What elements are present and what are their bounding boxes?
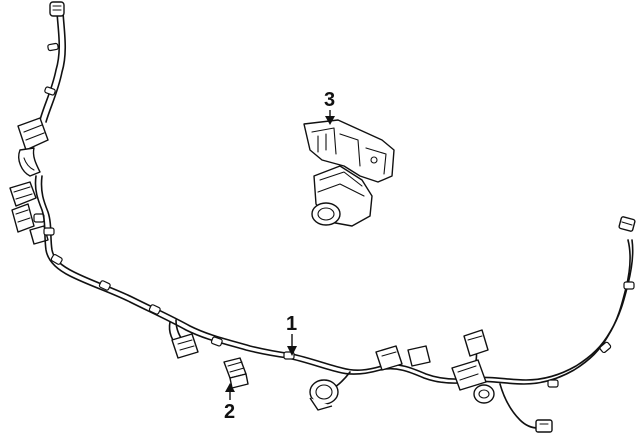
left-harness-bracket <box>17 117 49 177</box>
right-upper-connector <box>618 216 636 232</box>
callout-3-label: 3 <box>324 89 335 111</box>
callout-1: 1 <box>286 313 297 356</box>
callout-2-label: 2 <box>224 401 235 423</box>
round-connector <box>309 379 339 411</box>
callout-2: 2 <box>224 383 235 423</box>
harness-connector-c <box>463 329 489 357</box>
harness-connector-e <box>473 384 495 404</box>
rear-camera-part-3 <box>303 119 395 227</box>
harness-connector-a <box>171 333 199 359</box>
connector-part-2 <box>223 357 249 389</box>
harness-connector-d <box>451 359 487 391</box>
callout-3: 3 <box>324 89 335 125</box>
lower-right-connector <box>535 419 553 433</box>
callout-1-label: 1 <box>286 313 297 335</box>
harness-connector-b <box>375 345 431 371</box>
top-left-connector <box>49 1 65 17</box>
left-connector-cluster <box>9 181 49 245</box>
wiring-harness <box>9 1 636 433</box>
